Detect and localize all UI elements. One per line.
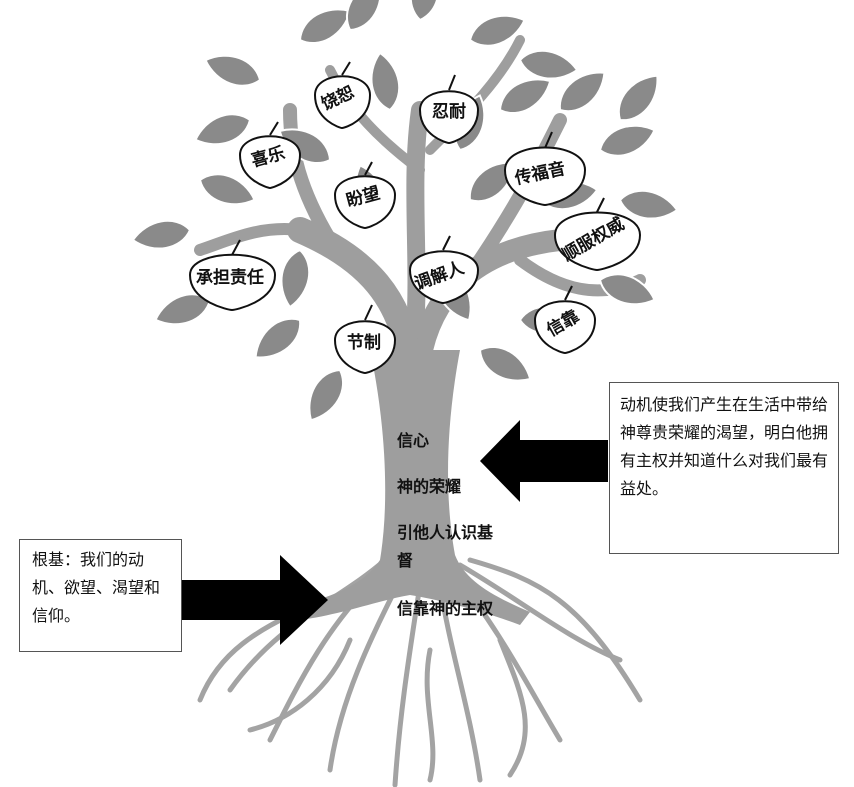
right-arrow — [480, 420, 608, 502]
trunk-text-lead-others-cont: 督 — [397, 551, 414, 570]
fruit-shape — [313, 75, 372, 130]
foundation-note: 根基：我们的动机、欲望、渴望和信仰。 — [19, 539, 182, 652]
fruit-shape — [408, 250, 480, 305]
trunk — [280, 350, 530, 625]
fruit-shape — [553, 211, 642, 272]
fruit-shape — [333, 320, 397, 375]
fruit-shape — [533, 300, 597, 355]
left-arrow — [182, 555, 328, 645]
trunk-text-lead-others: 引他人认识基 — [397, 523, 494, 542]
fruit-label-patience: 忍耐 — [432, 101, 466, 122]
fruit-shape — [188, 253, 277, 312]
fruit-label-self-control: 节制 — [347, 332, 381, 353]
fruit-shape — [503, 146, 587, 207]
motivation-note: 动机使我们产生在生活中带给神尊贵荣耀的渴望，明白他拥有主权并知道什么对我们最有益… — [609, 382, 839, 554]
trunk-text-glory: 神的荣耀 — [397, 477, 462, 496]
trunk-text-faith: 信心 — [397, 431, 430, 450]
fruit-shape — [418, 90, 480, 145]
fruit-shape — [238, 135, 302, 190]
fruit-label-responsibility: 承担责任 — [196, 267, 264, 288]
trunk-text-sovereignty: 信靠神的主权 — [397, 599, 494, 618]
fruit-stems — [231, 61, 605, 321]
fruits — [188, 75, 642, 375]
motivation-note-text: 动机使我们产生在生活中带给神尊贵荣耀的渴望，明白他拥有主权并知道什么对我们最有益… — [620, 395, 829, 498]
fruit-shape — [333, 175, 397, 230]
foundation-note-text: 根基：我们的动机、欲望、渴望和信仰。 — [32, 550, 161, 625]
